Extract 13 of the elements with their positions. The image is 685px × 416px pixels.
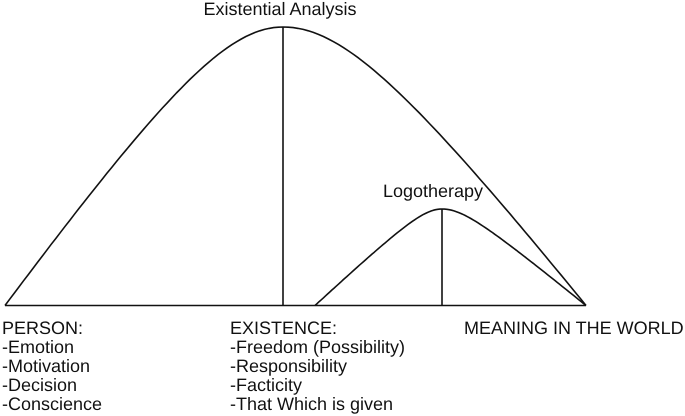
list-item: -Responsibility [230, 357, 348, 376]
arch-label: Logotherapy [382, 182, 484, 201]
list-item: -Conscience [2, 395, 102, 414]
list-heading: MEANING IN THE WORLD [464, 319, 684, 338]
arch-label: Existential Analysis [203, 0, 357, 19]
list-item: -Decision [2, 376, 78, 395]
list-item: -That Which is given [230, 395, 394, 414]
list-item: -Emotion [2, 338, 74, 357]
list-heading: EXISTENCE: [230, 319, 338, 338]
list-item: -Freedom (Possibility) [230, 338, 406, 357]
list-item: -Motivation [2, 357, 90, 376]
list-item: -Facticity [230, 376, 302, 395]
list-heading: PERSON: [2, 319, 84, 338]
